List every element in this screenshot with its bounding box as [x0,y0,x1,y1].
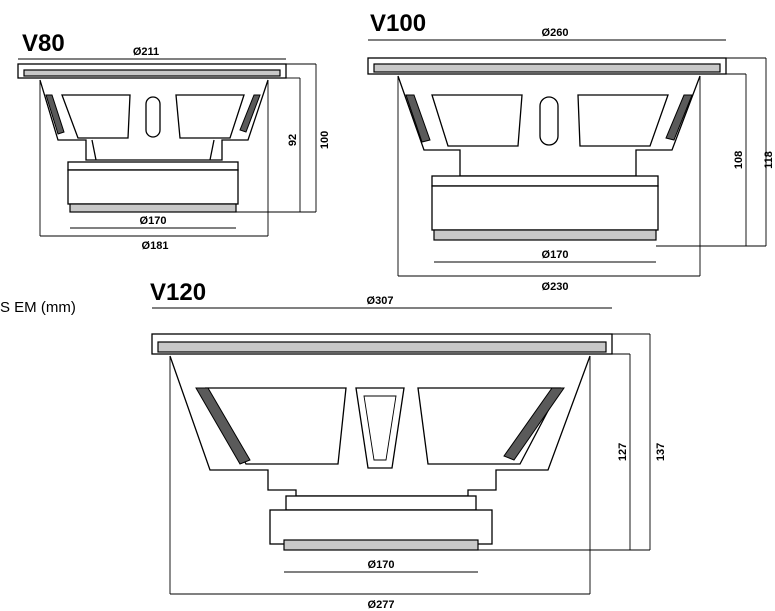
v80-base-diameter: Ø181 [142,240,169,252]
v80-depth-inner: 92 [287,134,299,146]
v80-basket-window-right [175,94,245,139]
v100-gasket [373,63,721,73]
v80-frame-diameter: Ø211 [133,46,159,58]
v120-title: V120 [150,279,206,306]
v100-basket-window-left [431,94,523,147]
v120-depth-outer: 137 [655,443,667,461]
v100-base-diameter: Ø230 [542,281,569,293]
v80-gasket [23,69,281,77]
v80-basket-window-left [61,94,131,139]
v80-magnet [67,169,239,205]
v80-terminal-left [45,94,65,135]
v100-top-plate [431,175,659,187]
v120-magnet [269,509,493,545]
v100-terminal-left [405,94,431,143]
v120-gasket [157,341,607,353]
v100-basket-window-right [577,94,669,147]
v100-drawing: V100 Ø260 Ø170 Ø230 108 118 [367,10,775,293]
v80-back-plate [69,203,237,213]
v80-top-plate [67,161,239,171]
v80-basket-outline [39,79,269,161]
v100-magnet-diameter: Ø170 [542,249,569,261]
v120-basket-center-rib [355,387,405,469]
v120-back-plate [283,539,479,551]
v120-basket-window-right [417,387,562,465]
v100-title: V100 [370,10,426,37]
v80-terminal-right [239,94,261,133]
v120-frame-diameter: Ø307 [367,295,394,307]
v120-magnet-diameter: Ø170 [368,559,395,571]
v80-basket-slot [145,96,161,138]
v100-terminal-right [665,94,693,141]
v120-depth-inner: 127 [617,443,629,461]
v80-drawing: V80 Ø211 Ø170 Ø181 92 100 [17,30,331,252]
v100-basket-outline [397,75,701,177]
v100-depth-inner: 108 [733,151,745,169]
v100-back-plate [433,229,657,241]
v100-frame-diameter: Ø260 [542,27,569,39]
v80-magnet-diameter: Ø170 [140,215,167,227]
v120-terminal-left [195,387,251,465]
v100-basket-slot [539,96,559,146]
v80-title: V80 [22,30,65,57]
units-caption: S EM (mm) [0,299,76,316]
v100-depth-outer: 118 [763,151,775,169]
v80-depth-outer: 100 [319,131,331,149]
v100-magnet [431,185,659,231]
v120-drawing: V120 Ø307 Ø170 Ø277 127 137 [150,279,667,611]
v120-base-diameter: Ø277 [368,599,395,611]
v120-top-plate [285,495,477,511]
v120-terminal-right [503,387,565,461]
